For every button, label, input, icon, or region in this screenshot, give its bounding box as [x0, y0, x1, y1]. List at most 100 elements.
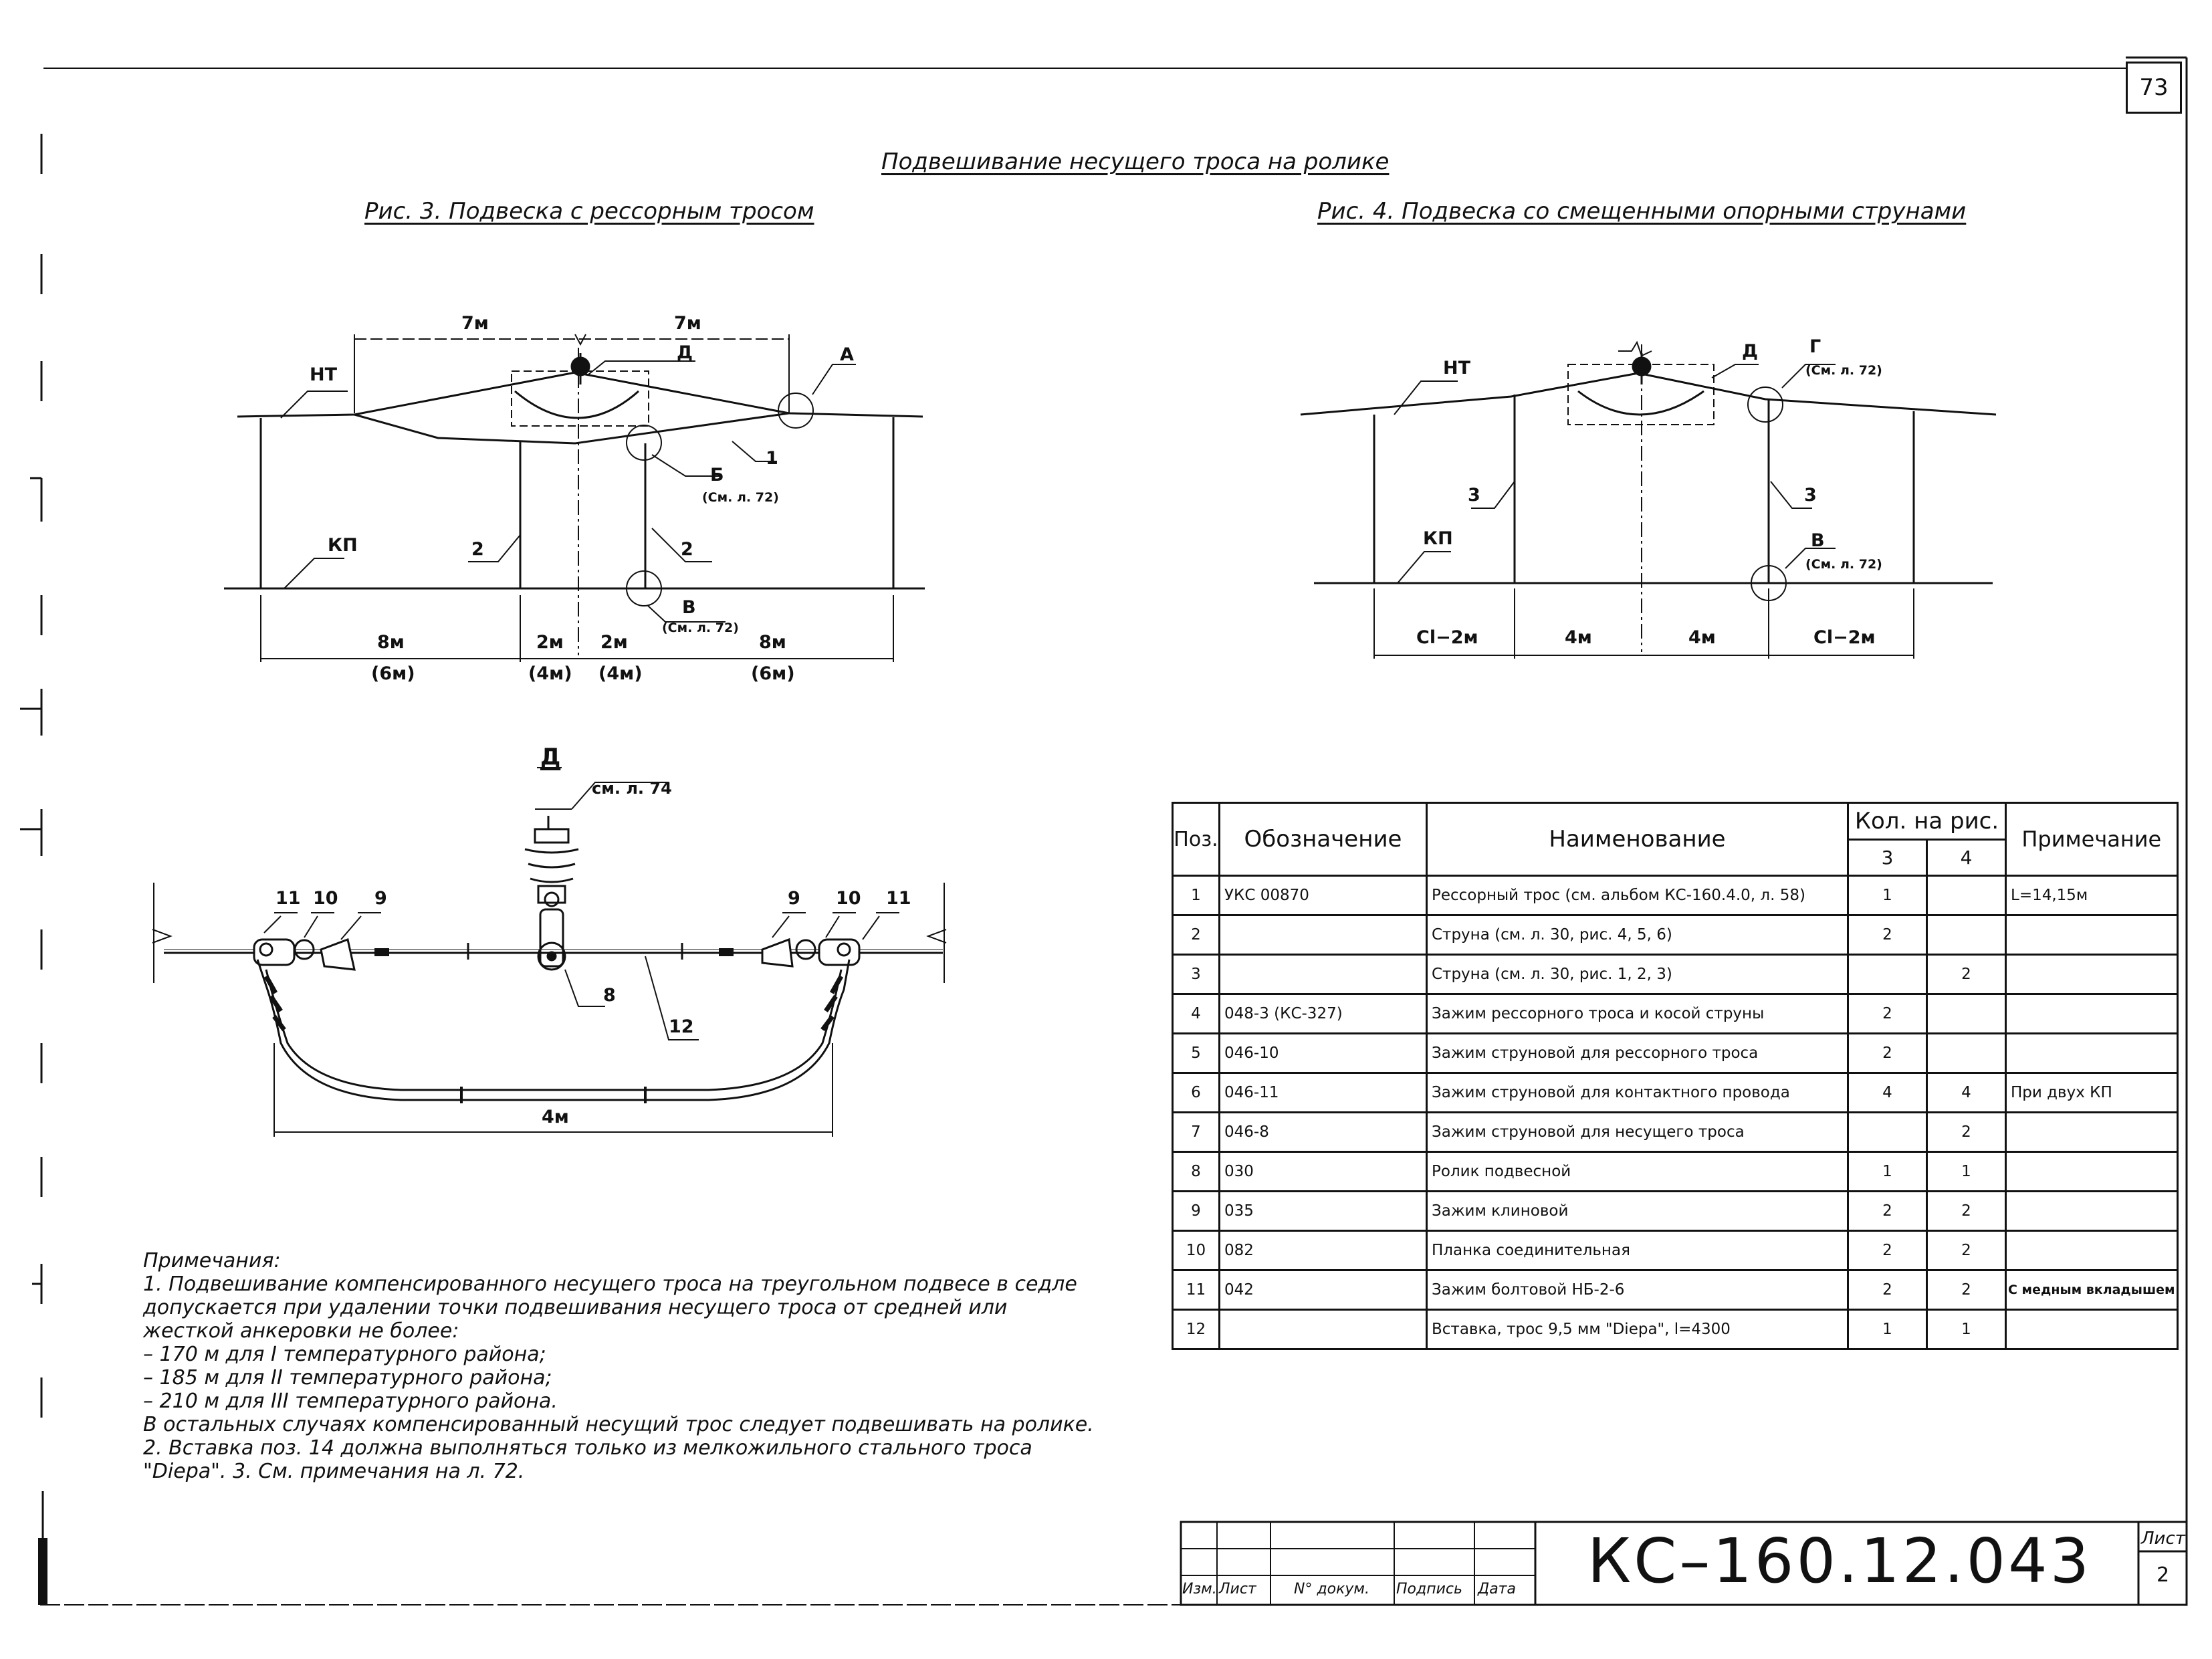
detail-d-title: Д — [540, 744, 561, 770]
notes-line: В остальных случаях компенсированный нес… — [143, 1413, 1094, 1436]
fig3-bottom-dim-1: 8м — [377, 632, 405, 653]
fig3-label-nt: НТ — [310, 364, 338, 385]
sheet-number: 2 — [2156, 1563, 2170, 1587]
detail-label-11-right: 11 — [886, 888, 911, 909]
stamp-col-sign: Подпись — [1396, 1581, 1462, 1597]
row-name: Планка соединительная — [1426, 1230, 1849, 1271]
fig4-dim-2: 4м — [1565, 627, 1592, 648]
fig4-dim-3: 4м — [1688, 627, 1716, 648]
row-q3: 2 — [1847, 1230, 1928, 1271]
row-pos: 7 — [1172, 1111, 1220, 1153]
fig3-label-d: Д — [677, 342, 693, 363]
row-q3 — [1847, 954, 1928, 995]
fig3-label-v-ref: (См. л. 72) — [662, 621, 739, 635]
fig3-label-b-ref: (См. л. 72) — [702, 490, 779, 505]
sheet-label: Лист — [2141, 1529, 2185, 1549]
row-note — [2005, 1309, 2179, 1350]
detail-label-8: 8 — [603, 985, 616, 1006]
row-name: Зажим струновой для несущего троса — [1426, 1111, 1849, 1153]
notes-line: допускается при удалении точки подвешива… — [143, 1296, 1008, 1319]
notes-line: Примечания: — [143, 1249, 281, 1273]
row-q4: 2 — [1926, 954, 2007, 995]
fig3-top-dim-1: 7м — [461, 313, 489, 334]
row-pos: 11 — [1172, 1269, 1220, 1311]
row-pos: 12 — [1172, 1309, 1220, 1350]
row-note: При двух КП — [2005, 1072, 2179, 1113]
notes-block: Примечания: 1. Подвешивание компенсирова… — [143, 1249, 1094, 1483]
row-q4: 2 — [1926, 1230, 2007, 1271]
detail-label-12: 12 — [669, 1016, 694, 1037]
row-q4: 1 — [1926, 1151, 2007, 1192]
row-q3: 2 — [1847, 1269, 1928, 1311]
detail-label-9-right: 9 — [788, 888, 800, 909]
row-q4: 2 — [1926, 1269, 2007, 1311]
row-name: Зажим струновой для контактного провода — [1426, 1072, 1849, 1113]
detail-dim-4m: 4м — [542, 1107, 569, 1127]
title-block-lines — [1180, 1521, 2188, 1606]
spec-header-row: Поз. Обозначение Наименование Кол. на ри… — [1172, 802, 2179, 877]
fig3-label-a: А — [840, 344, 854, 365]
row-note — [2005, 954, 2179, 995]
spec-table: Поз. Обозначение Наименование Кол. на ри… — [1172, 802, 2179, 1350]
fig4-label-g: Г — [1809, 336, 1821, 357]
row-note — [2005, 1190, 2179, 1232]
row-pos: 1 — [1172, 875, 1220, 916]
row-name: Зажим рессорного троса и косой струны — [1426, 993, 1849, 1034]
row-q4: 4 — [1926, 1072, 2007, 1113]
fig3-bottom-dim-alt-3: (4м) — [598, 663, 643, 684]
fig3-bottom-dim-2: 2м — [536, 632, 564, 653]
notes-line: – 210 м для III температурного района. — [143, 1390, 558, 1413]
row-pos: 4 — [1172, 993, 1220, 1034]
row-pos: 8 — [1172, 1151, 1220, 1192]
fig3-label-2-left: 2 — [471, 539, 484, 560]
row-q4 — [1926, 1032, 2007, 1074]
fig3-bottom-dim-alt-1: (6м) — [371, 663, 415, 684]
fig3-top-dim-2: 7м — [674, 313, 701, 334]
row-pos: 6 — [1172, 1072, 1220, 1113]
detail-label-11-left: 11 — [275, 888, 301, 909]
spec-header-pos: Поз. — [1172, 802, 1220, 877]
row-designation: УКС 00870 — [1218, 875, 1428, 916]
row-q3: 2 — [1847, 1032, 1928, 1074]
notes-line: жесткой анкеровки не более: — [143, 1319, 459, 1343]
row-name: Струна (см. л. 30, рис. 1, 2, 3) — [1426, 954, 1849, 995]
row-note — [2005, 914, 2179, 956]
row-name: Зажим болтовой НБ-2-6 — [1426, 1269, 1849, 1311]
notes-line: "Diepa". 3. См. примечания на л. 72. — [143, 1460, 525, 1483]
row-q3: 2 — [1847, 993, 1928, 1034]
fig3-bottom-dim-3: 2м — [600, 632, 628, 653]
fig4-label-3-right: 3 — [1804, 485, 1817, 506]
row-q3: 1 — [1847, 875, 1928, 916]
detail-label-10-right: 10 — [836, 888, 861, 909]
notes-line: – 185 м для II температурного района; — [143, 1366, 552, 1390]
stamp-col-list: Лист — [1219, 1581, 1256, 1597]
row-designation: 035 — [1218, 1190, 1428, 1232]
row-name: Ролик подвесной — [1426, 1151, 1849, 1192]
row-name: Вставка, трос 9,5 мм "Diepa", l=4300 — [1426, 1309, 1849, 1350]
row-q3: 4 — [1847, 1072, 1928, 1113]
fig3-bottom-dim-alt-4: (6м) — [751, 663, 795, 684]
detail-label-10-left: 10 — [313, 888, 338, 909]
row-pos: 5 — [1172, 1032, 1220, 1074]
notes-line: 1. Подвешивание компенсированного несуще… — [143, 1273, 1077, 1296]
row-designation: 046-10 — [1218, 1032, 1428, 1074]
fig3-label-2-right: 2 — [681, 539, 693, 560]
row-q3: 2 — [1847, 1190, 1928, 1232]
fig3-label-1: 1 — [766, 448, 778, 469]
row-name: Рессорный трос (см. альбом КС-160.4.0, л… — [1426, 875, 1849, 916]
fig4-label-v: В — [1811, 530, 1825, 551]
row-pos: 2 — [1172, 914, 1220, 956]
row-note — [2005, 1032, 2179, 1074]
notes-line: 2. Вставка поз. 14 должна выполняться то… — [143, 1436, 1032, 1460]
main-title: Подвешивание несущего троса на ролике — [881, 148, 1390, 175]
row-name: Струна (см. л. 30, рис. 4, 5, 6) — [1426, 914, 1849, 956]
